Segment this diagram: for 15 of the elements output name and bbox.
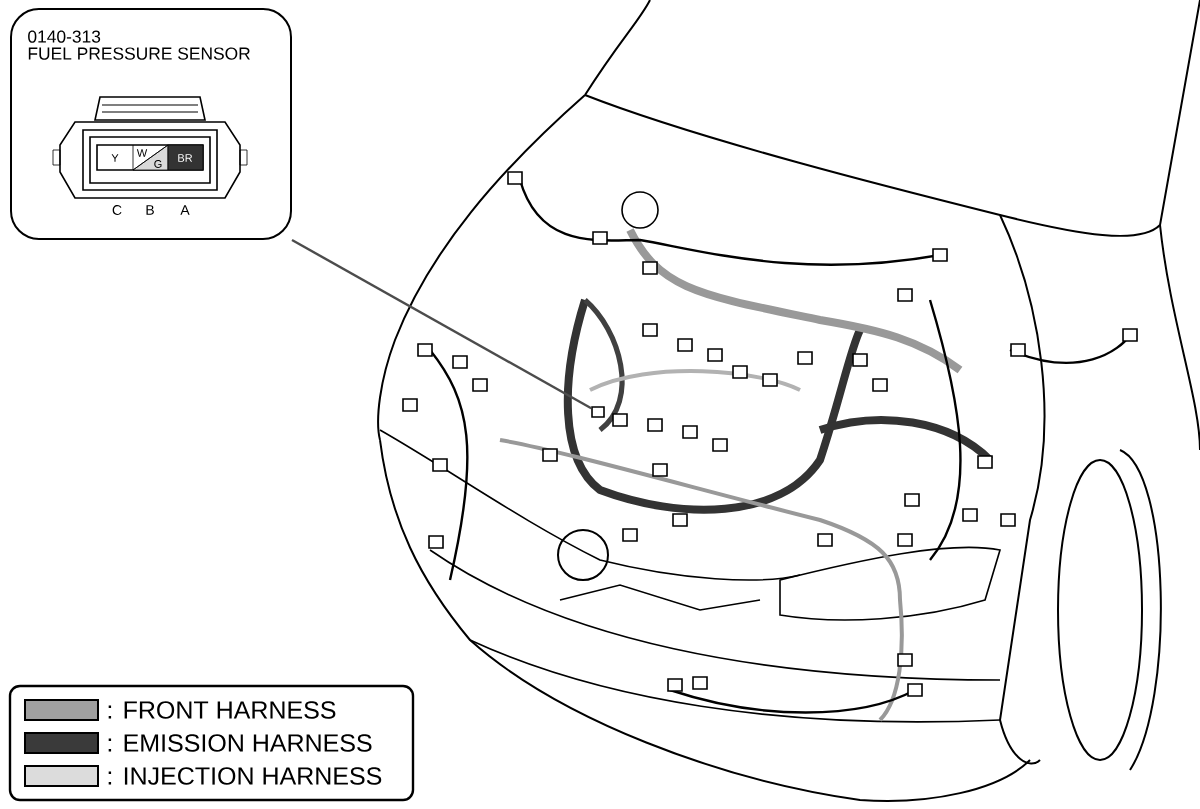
terminal-label: A (180, 205, 190, 215)
part-name: FUEL PRESSURE SENSOR (28, 47, 250, 60)
part-number: 0140-313 (28, 30, 101, 43)
legend-label: : FRONT HARNESS (108, 701, 336, 719)
legend-label: : EMISSION HARNESS (108, 734, 372, 752)
terminal-label: C (112, 205, 122, 215)
pin-label: BR (178, 154, 193, 162)
pin-label: G (154, 160, 162, 168)
sensor-connector (591, 406, 605, 418)
pin-label: W (136, 149, 148, 157)
terminal-label: B (146, 205, 154, 215)
legend-label: : INJECTION HARNESS (108, 767, 382, 785)
callout-box (10, 8, 292, 240)
pin-label: Y (111, 154, 119, 162)
leader-line (291, 238, 592, 410)
